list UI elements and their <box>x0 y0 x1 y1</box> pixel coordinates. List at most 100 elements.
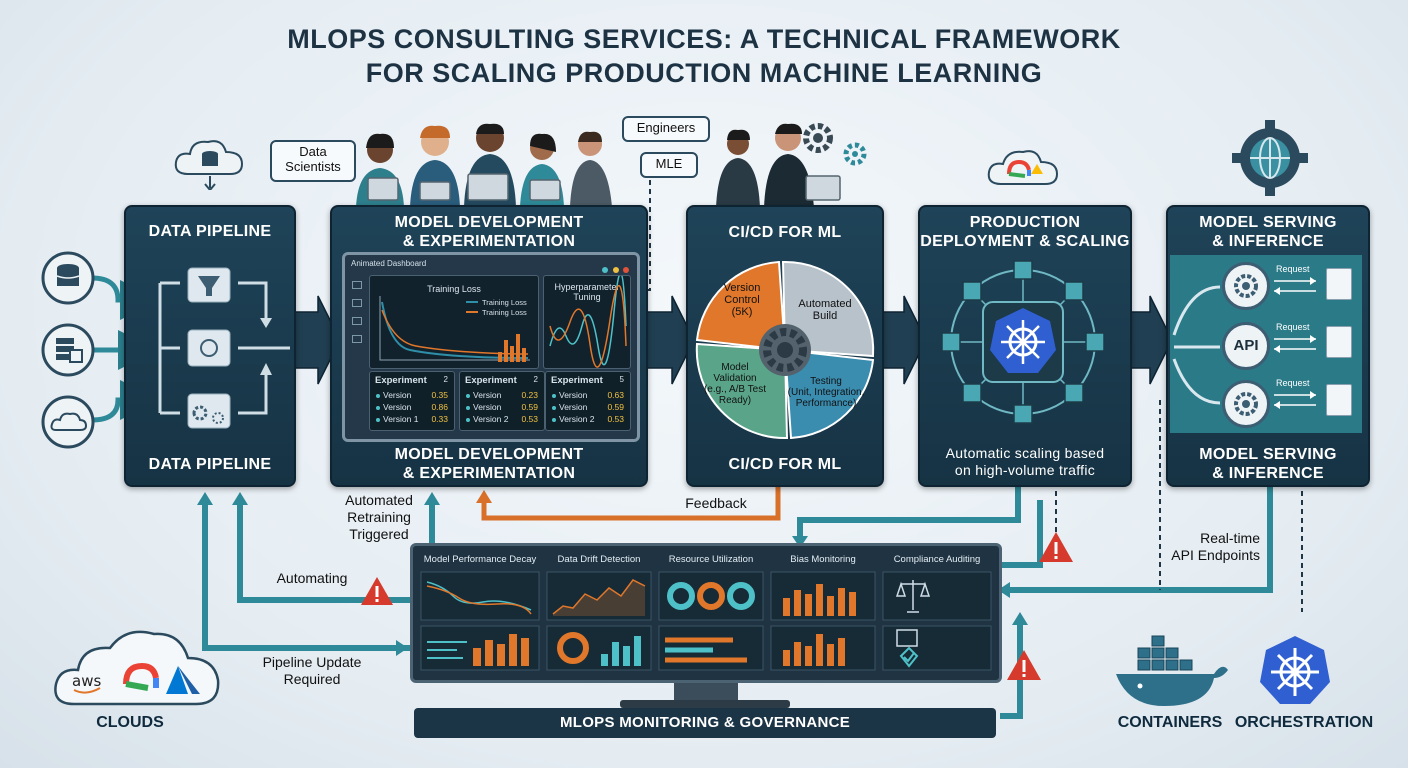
status-dot <box>552 405 556 410</box>
request-label-2: Request <box>1276 322 1310 332</box>
automated-build-segment <box>781 260 875 358</box>
animated-dashboard-window: Animated Dashboard Training Loss Trainin… <box>342 252 640 442</box>
realtime-api-label: Real-time API Endpoints <box>1171 530 1260 563</box>
version-score: 0.59 <box>607 402 624 412</box>
request-label-3: Request <box>1276 378 1310 388</box>
monitoring-footer-bar: MLOPS MONITORING & GOVERNANCE <box>414 708 996 738</box>
automating-label: Automating <box>276 570 348 586</box>
production-title: PRODUCTION DEPLOYMENT & SCALING <box>920 214 1130 250</box>
data-scientists-label: Data Scientists <box>270 140 356 182</box>
experiment-mark: 5 <box>619 375 624 384</box>
warning-icon <box>1007 650 1041 680</box>
monitoring-header: Bias Monitoring <box>790 554 856 565</box>
experiment-heading: Experiment <box>375 375 427 386</box>
dashboard-title: Animated Dashboard <box>351 259 427 268</box>
training-loss-chart: Training Loss Training Loss Training Los… <box>369 275 539 369</box>
status-dot <box>552 417 556 422</box>
monitoring-header: Model Performance Decay <box>423 554 537 565</box>
version-score: 0.53 <box>521 414 538 424</box>
document-icon-3 <box>1326 384 1352 416</box>
version-score: 0.86 <box>431 402 448 412</box>
production-footer: Automatic scaling based on high-volume t… <box>945 445 1105 478</box>
aws-logo-text: aws <box>72 672 102 690</box>
orchestration-label: ORCHESTRATION <box>1234 714 1374 731</box>
api-icon: API <box>1222 322 1270 370</box>
data-pipeline-title: DATA PIPELINE <box>148 223 272 240</box>
experiment-row: Version 1 0.33 <box>370 413 454 425</box>
kubernetes-icon <box>1260 636 1330 704</box>
cicd-title: CI/CD FOR ML <box>728 224 842 241</box>
data-pipeline-flow <box>158 267 290 429</box>
legend-1: Training Loss <box>482 298 527 307</box>
testing-segment <box>783 348 875 440</box>
version-label: Version <box>383 402 412 412</box>
pipeline-update-label: Pipeline Update Required <box>262 654 362 687</box>
database-cloud-icon <box>174 140 244 190</box>
filter-icon <box>198 276 220 296</box>
dashboard-sidebar <box>349 277 365 365</box>
serving-flows <box>1172 277 1316 409</box>
model-dev-footer: MODEL DEVELOPMENT & EXPERIMENTATION <box>394 446 584 482</box>
warning-icon <box>1039 532 1073 562</box>
model-validation-label: Model Validation (e.g., A/B Test Ready) <box>703 362 767 406</box>
hyper-plot <box>549 276 627 368</box>
version-score: 0.23 <box>521 390 538 400</box>
experiment-mark: 2 <box>443 375 448 384</box>
testing-label: Testing (Unit, Integration, Performance) <box>787 376 865 409</box>
experiment-heading: Experiment <box>465 375 517 386</box>
monitoring-header: Data Drift Detection <box>557 554 641 565</box>
gear-icon <box>192 405 208 421</box>
google-cloud-icon <box>987 150 1059 185</box>
version-label: Version <box>383 390 412 400</box>
experiment-mark: 2 <box>533 375 538 384</box>
experiment-heading: Experiment <box>551 375 603 386</box>
multi-cloud-icon <box>54 630 220 706</box>
version-score: 0.53 <box>607 414 624 424</box>
docker-icon <box>1116 635 1228 706</box>
version-score: 0.33 <box>431 414 448 424</box>
team-people-illustration <box>356 123 612 207</box>
engineers-people-illustration <box>716 123 841 208</box>
legend-2: Training Loss <box>482 308 527 317</box>
globe-gear-icon <box>1232 120 1308 196</box>
version-control-segment <box>695 260 787 352</box>
serving-gear-icon-1 <box>1222 262 1270 310</box>
hyper-title: Hyperparameter Tuning <box>554 282 620 302</box>
version-label: Version <box>559 390 588 400</box>
training-loss-title: Training Loss <box>427 284 481 294</box>
data-pipeline-footer: DATA PIPELINE <box>148 456 272 473</box>
automated-retraining-label: Automated Retraining Triggered <box>345 492 413 542</box>
version-label: Version 2 <box>473 414 509 424</box>
experiment-row: Version 0.23 <box>460 389 544 401</box>
data-pipeline-panel: DATA PIPELINE DATA PIPELINE <box>124 205 296 487</box>
clouds-label: CLOUDS <box>96 714 164 731</box>
monitoring-charts <box>420 571 992 671</box>
title-line-2: FOR SCALING PRODUCTION MACHINE LEARNING <box>365 58 1043 88</box>
version-control-label: Version Control (5K) <box>723 282 761 318</box>
document-icon-1 <box>1326 268 1352 300</box>
mini-bar-chart <box>498 334 526 362</box>
version-label: Version 1 <box>383 414 419 424</box>
hyperparameter-tuning-chart: Hyperparameter Tuning <box>543 275 631 369</box>
document-icon-2 <box>1326 326 1352 358</box>
monitoring-footer-label: MLOPS MONITORING & GOVERNANCE <box>559 714 851 731</box>
automated-build-label: Automated Build <box>798 298 852 322</box>
monitoring-header: Compliance Auditing <box>893 554 981 565</box>
status-dot <box>376 417 380 422</box>
experiment-row: Version 0.86 <box>370 401 454 413</box>
model-dev-title: MODEL DEVELOPMENT & EXPERIMENTATION <box>394 214 584 250</box>
status-dot <box>376 405 380 410</box>
database-icon <box>41 251 95 305</box>
feedback-label: Feedback <box>685 495 747 511</box>
version-label: Version <box>559 402 588 412</box>
version-label: Version <box>473 390 502 400</box>
page-title: MLOPS CONSULTING SERVICES: A TECHNICAL F… <box>0 22 1408 90</box>
experiment-row: Version 2 0.53 <box>460 413 544 425</box>
status-dot <box>466 405 470 410</box>
